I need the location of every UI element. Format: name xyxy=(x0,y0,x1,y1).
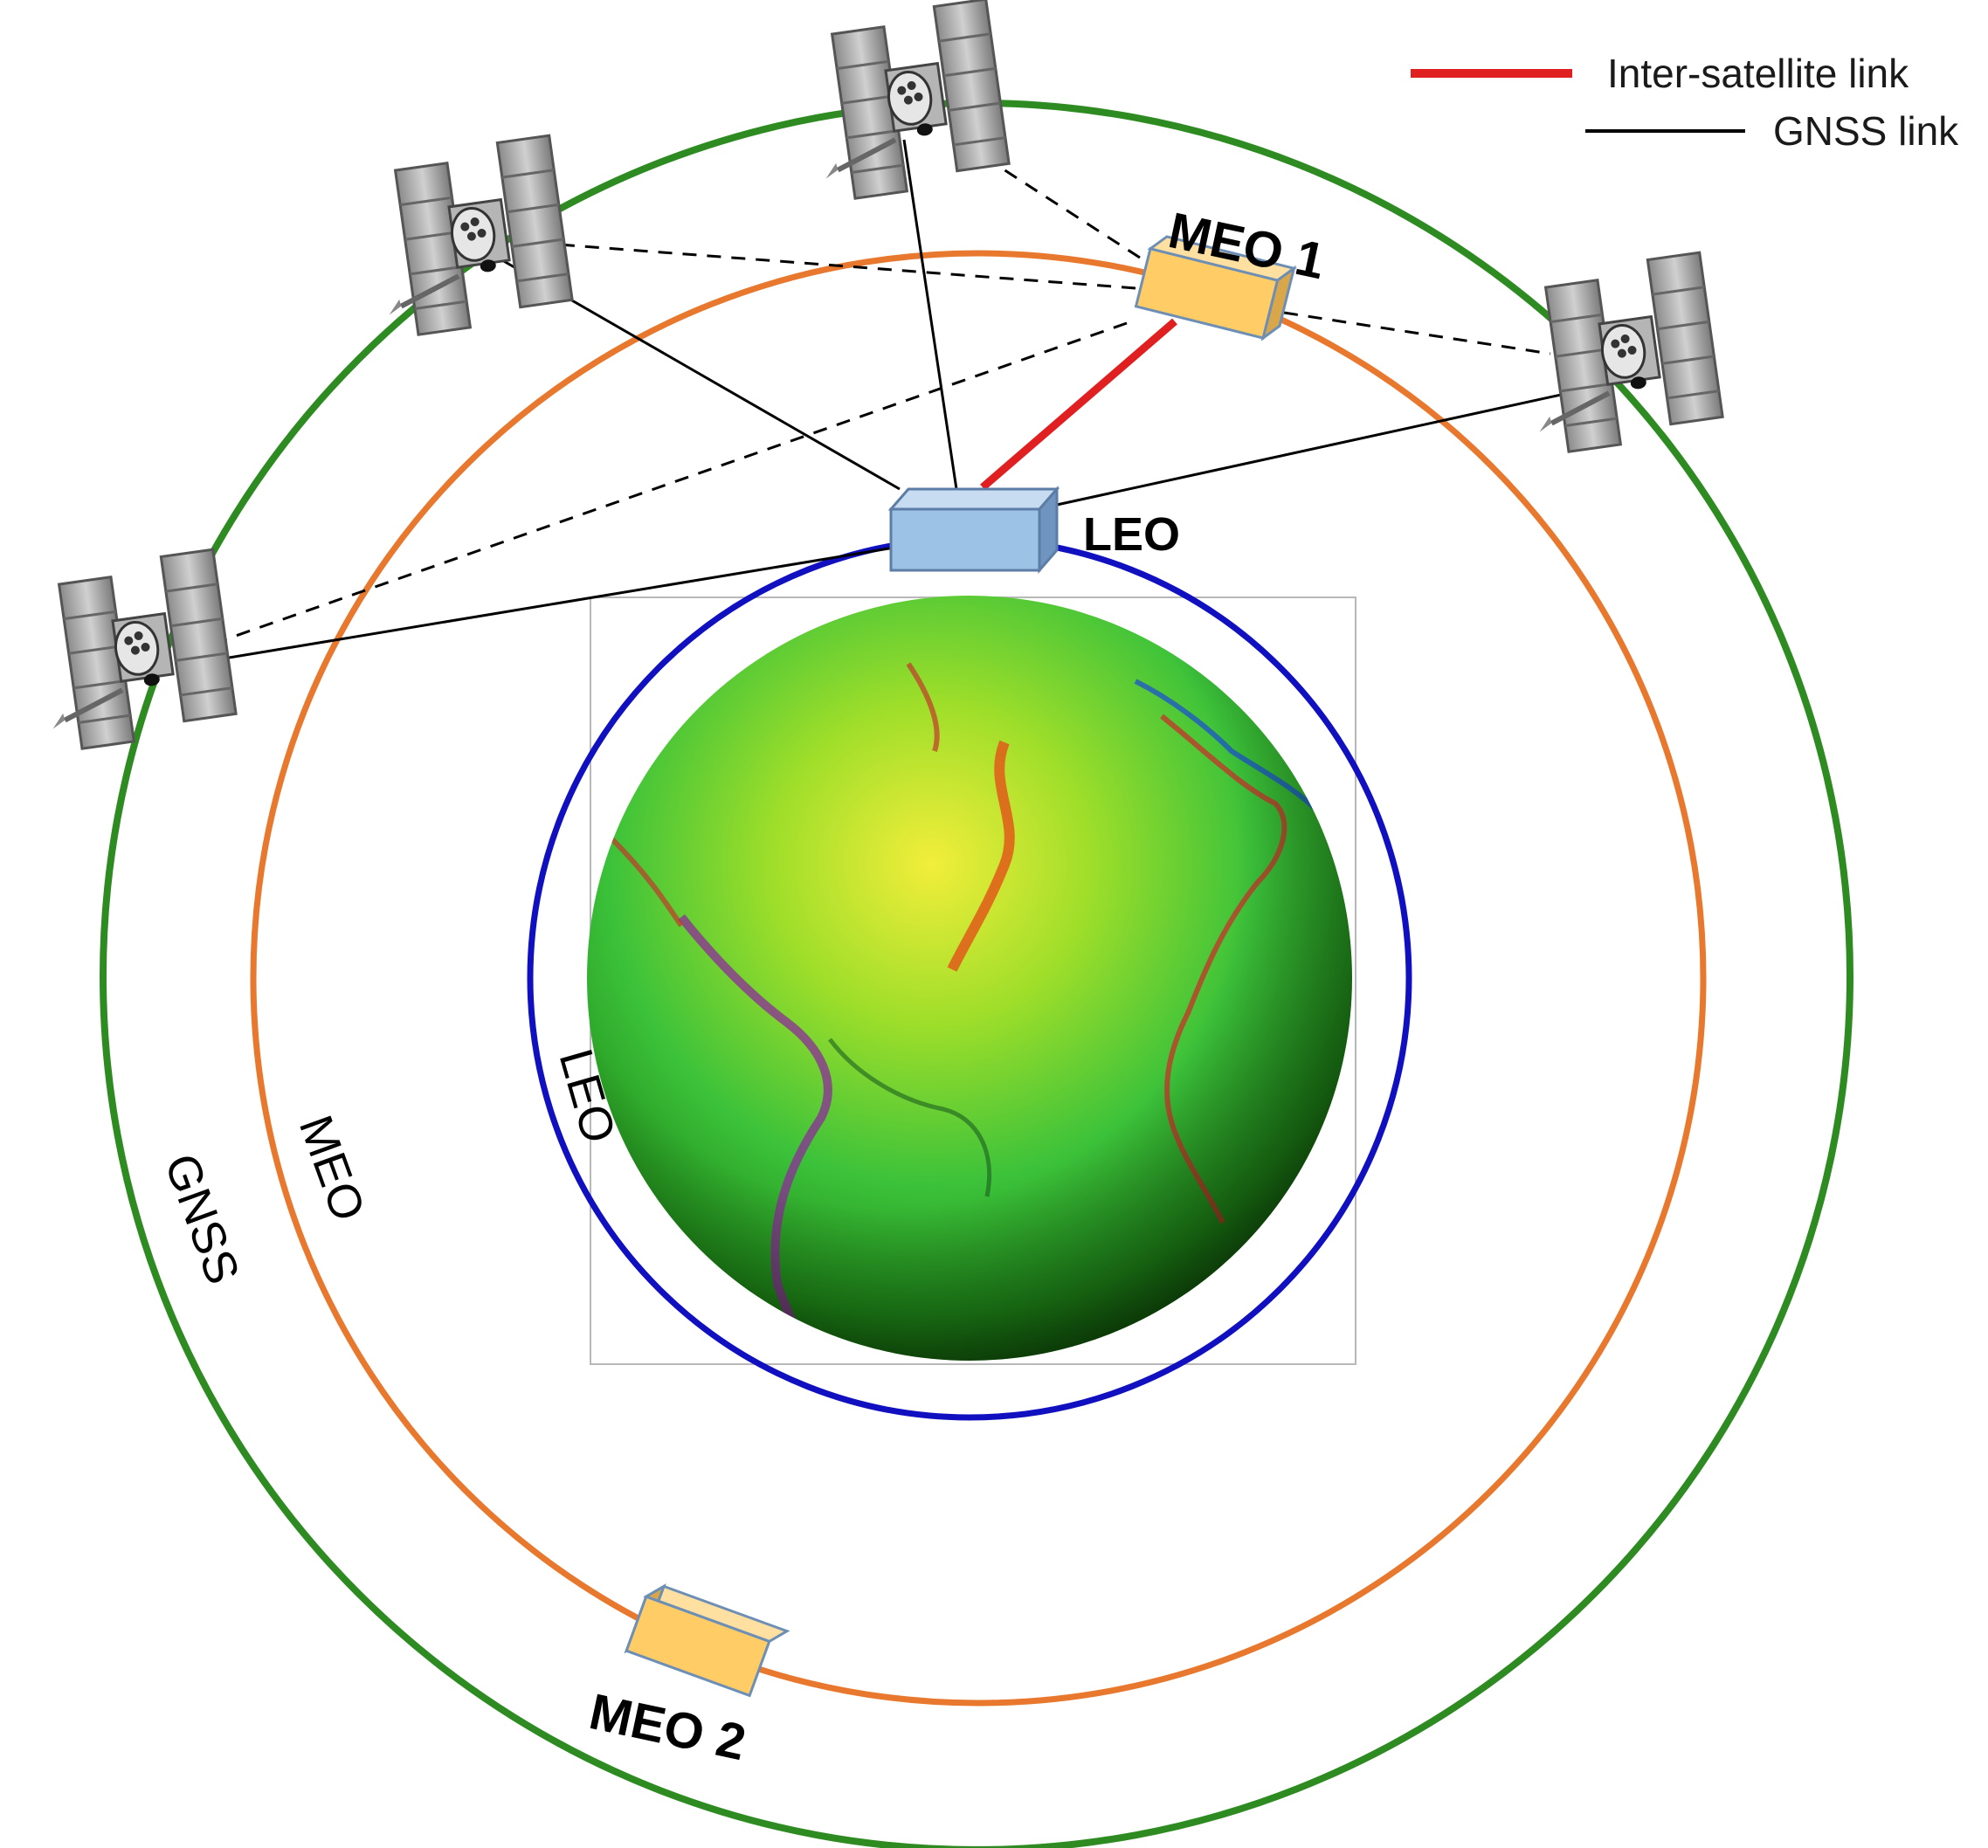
gnss-link-left xyxy=(217,545,901,661)
meo2-satellite-label: MEO 2 xyxy=(584,1683,750,1771)
gnss-satellite-left xyxy=(31,549,238,752)
meo-orbit-label: MEO xyxy=(289,1109,375,1228)
gnss-orbit-label: GNSS xyxy=(155,1148,250,1291)
meo-orbit xyxy=(250,250,1707,1707)
meo-gnss-link-right xyxy=(1283,311,1551,355)
legend: Inter-satellite link GNSS link xyxy=(1411,51,1959,154)
earth-globe xyxy=(587,596,1356,1365)
gnss-link-top xyxy=(902,139,958,490)
gnss-satellite-right xyxy=(1518,252,1724,455)
legend-label-gnss-link: GNSS link xyxy=(1773,108,1959,154)
leo-satellite-label: LEO xyxy=(1083,508,1180,561)
gnss-satellite-upper-left xyxy=(368,135,574,338)
meo2-satellite xyxy=(624,1583,790,1698)
legend-label-inter-satellite-link: Inter-satellite link xyxy=(1607,51,1909,96)
meo1-satellite xyxy=(1134,235,1297,341)
meo-gnss-link-top xyxy=(991,160,1141,259)
leo-satellite xyxy=(887,485,1060,575)
gnss-link-right xyxy=(1056,383,1610,507)
inter-satellite-link xyxy=(980,318,1177,491)
meo-gnss-link-left xyxy=(217,321,1128,644)
earth-terrain xyxy=(587,596,1352,1361)
